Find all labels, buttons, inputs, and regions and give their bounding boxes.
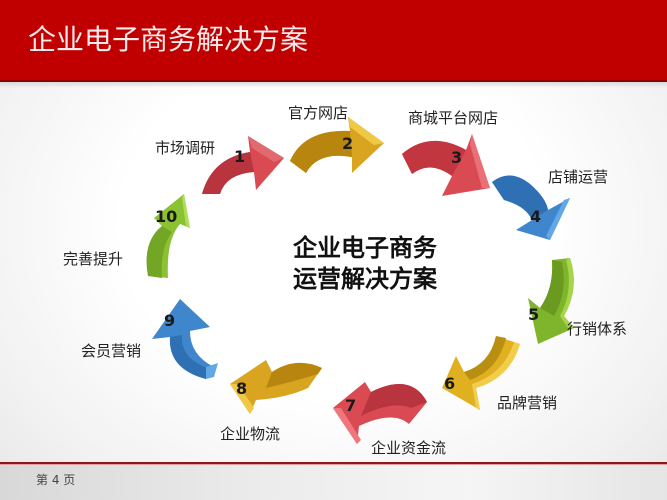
footer-bar <box>0 465 667 500</box>
step-7-arrow-icon <box>331 368 431 446</box>
step-6-number: 6 <box>444 374 456 393</box>
page-number: 第 4 页 <box>36 473 76 487</box>
step-5-number: 5 <box>528 305 540 324</box>
step-10-label: 完善提升 <box>63 250 124 268</box>
step-6-arrow-icon <box>436 334 526 414</box>
step-4-label: 店铺运营 <box>548 168 609 186</box>
step-4-arrow-icon <box>490 170 575 242</box>
step-2-arrow-icon <box>288 117 388 177</box>
step-10-arrow-icon <box>142 194 202 279</box>
footer-divider <box>0 462 667 464</box>
step-9-number: 9 <box>164 311 176 330</box>
step-8-arrow-icon <box>226 358 326 418</box>
step-7-number: 7 <box>345 396 357 415</box>
step-1-number: 1 <box>234 147 246 166</box>
step-5-arrow-icon <box>518 258 580 346</box>
step-8-number: 8 <box>236 379 248 398</box>
step-5-label: 行销体系 <box>567 320 628 338</box>
step-2-number: 2 <box>342 134 354 153</box>
step-6-label: 品牌营销 <box>497 394 558 412</box>
header-bar: 企业电子商务解决方案 <box>0 0 667 82</box>
step-1-arrow-icon <box>198 128 288 198</box>
step-2-label: 官方网店 <box>288 104 349 122</box>
step-1-label: 市场调研 <box>155 139 216 157</box>
step-7-label: 企业资金流 <box>371 439 447 457</box>
step-9-label: 会员营销 <box>81 342 142 360</box>
step-4-number: 4 <box>530 207 542 226</box>
center-title: 企业电子商务 运营解决方案 <box>280 233 450 295</box>
footer-divider-highlight <box>0 464 667 465</box>
slide-title: 企业电子商务解决方案 <box>28 23 309 56</box>
step-9-arrow-icon <box>140 297 220 383</box>
step-8-label: 企业物流 <box>220 425 281 443</box>
center-title-line-1: 企业电子商务 <box>293 234 437 262</box>
center-title-line-2: 运营解决方案 <box>293 265 437 293</box>
header-shadow <box>0 82 667 88</box>
step-3-label: 商城平台网店 <box>408 109 499 127</box>
step-3-arrow-icon <box>400 130 495 200</box>
step-3-number: 3 <box>451 148 463 167</box>
step-10-number: 10 <box>155 207 178 226</box>
